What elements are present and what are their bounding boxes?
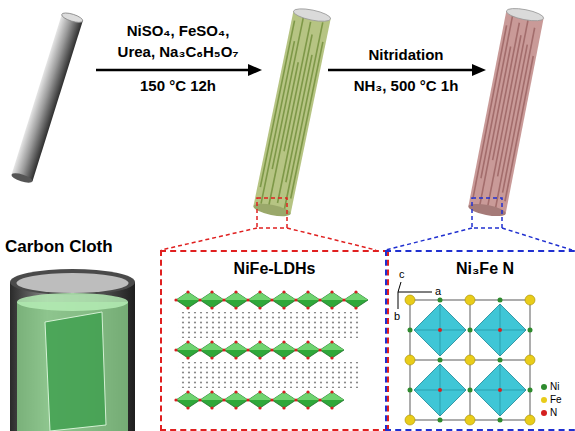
process-arrow bbox=[96, 64, 262, 76]
legend-swatch bbox=[541, 397, 547, 403]
crystal-axes bbox=[398, 282, 432, 309]
legend-text: Fe bbox=[550, 394, 562, 406]
axis-label: b bbox=[394, 310, 400, 323]
legend-text: N bbox=[550, 407, 557, 419]
legend-swatch bbox=[541, 410, 547, 416]
condition-label: 150 °C 12h bbox=[140, 77, 216, 95]
zoom-callout bbox=[161, 198, 376, 250]
material-label: Carbon Cloth bbox=[5, 237, 113, 257]
ldh-rod bbox=[252, 6, 331, 218]
nitride-rod bbox=[467, 6, 544, 218]
condition-label: Nitridation bbox=[369, 46, 444, 64]
condition-label: NH₃, 500 °C 1h bbox=[354, 77, 459, 95]
crystal-structure bbox=[405, 295, 535, 425]
zoom-callout bbox=[386, 198, 572, 250]
axis-label: a bbox=[435, 285, 441, 298]
ldh-structure bbox=[174, 290, 368, 409]
condition-label: Urea, Na₃C₆H₅O₇ bbox=[118, 43, 239, 61]
autoclave bbox=[10, 269, 135, 431]
zoom-box: NiFe-LDHs bbox=[160, 250, 389, 431]
legend-swatch bbox=[541, 384, 547, 390]
zoom-box: Ni₃Fe N bbox=[385, 250, 575, 431]
process-arrow bbox=[328, 64, 486, 76]
legend-text: Ni bbox=[550, 381, 559, 393]
box-heading: NiFe-LDHs bbox=[162, 260, 387, 278]
carbon-rod bbox=[10, 11, 83, 185]
axis-label: c bbox=[399, 268, 405, 281]
condition-label: NiSO₄, FeSO₄, bbox=[127, 22, 230, 40]
box-heading: Ni₃Fe N bbox=[387, 260, 575, 278]
